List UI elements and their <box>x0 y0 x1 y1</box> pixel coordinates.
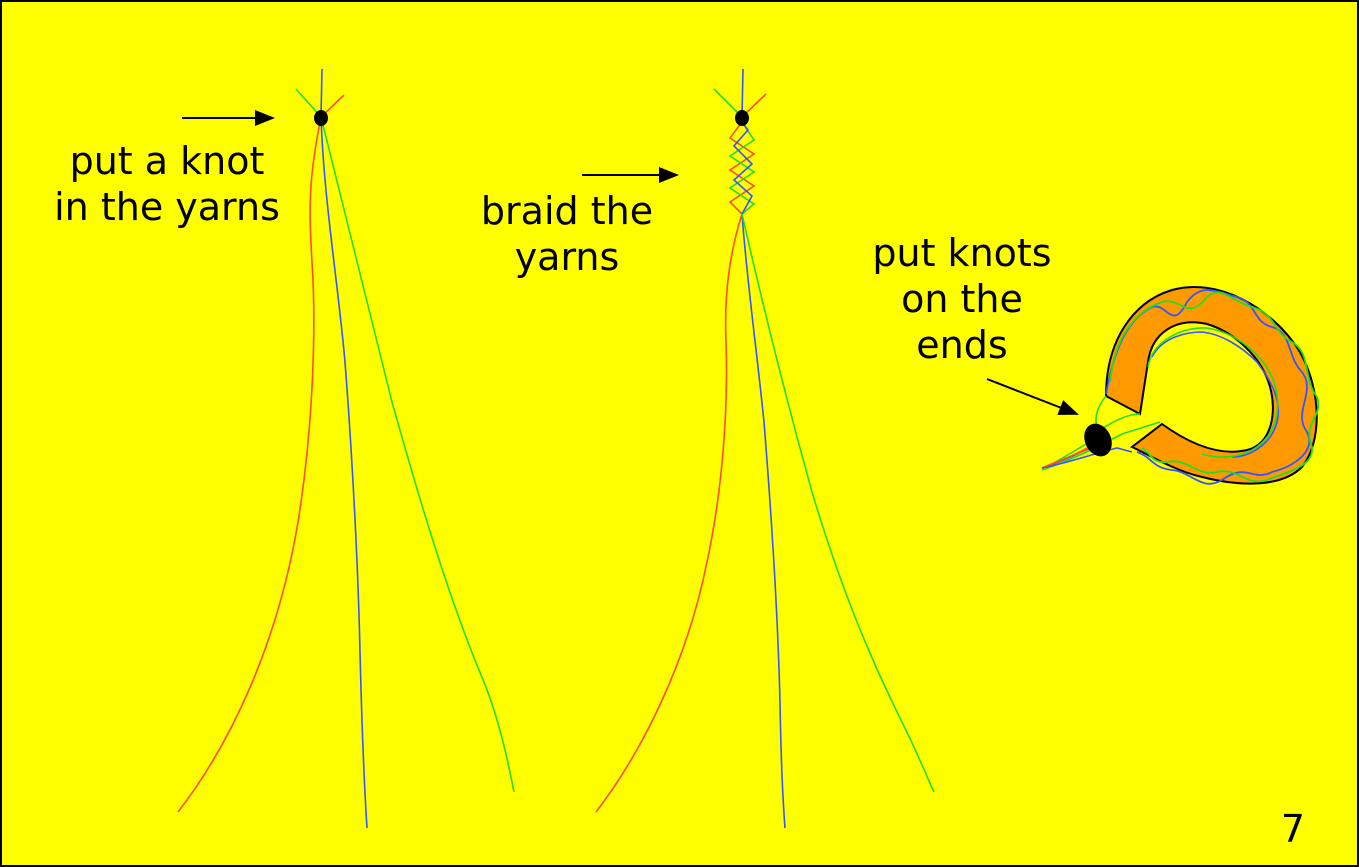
blue-yarn <box>741 213 786 829</box>
step1-yarns <box>177 68 515 829</box>
knot <box>314 110 328 126</box>
step3-line3: ends <box>916 323 1008 367</box>
bracelet-green-yarn <box>1109 291 1320 483</box>
bracelet-inner-green <box>1147 327 1279 458</box>
red-yarn <box>595 213 743 813</box>
bracelet <box>1041 285 1320 485</box>
red-yarn <box>177 94 345 813</box>
step1-label: put a knot in the yarns <box>42 138 292 230</box>
step1-line1: put a knot <box>69 139 265 183</box>
bracelet-inner-blue <box>1151 331 1280 458</box>
bracelet-band <box>1104 285 1318 485</box>
step2-label: braid the yarns <box>457 188 677 280</box>
bracelet-blue-yarn <box>1105 289 1310 485</box>
end-knot <box>1084 423 1112 457</box>
page-number: 7 <box>1280 807 1305 851</box>
step3-line2: on the <box>901 277 1023 321</box>
step2-line1: braid the <box>480 189 654 233</box>
green-yarn <box>295 88 515 793</box>
knot <box>735 110 749 126</box>
braid-green <box>728 121 756 215</box>
braid-red <box>728 121 756 215</box>
step1-line2: in the yarns <box>54 185 280 229</box>
braid-blue <box>732 121 754 215</box>
green-yarn <box>741 213 935 793</box>
step2-yarns <box>595 68 935 829</box>
step3-line1: put knots <box>872 231 1052 275</box>
arrow-step3 <box>986 378 1079 415</box>
blue-stub <box>741 68 744 118</box>
step3-label: put knots on the ends <box>852 230 1072 368</box>
step2-line2: yarns <box>514 235 620 279</box>
blue-yarn <box>320 68 368 829</box>
